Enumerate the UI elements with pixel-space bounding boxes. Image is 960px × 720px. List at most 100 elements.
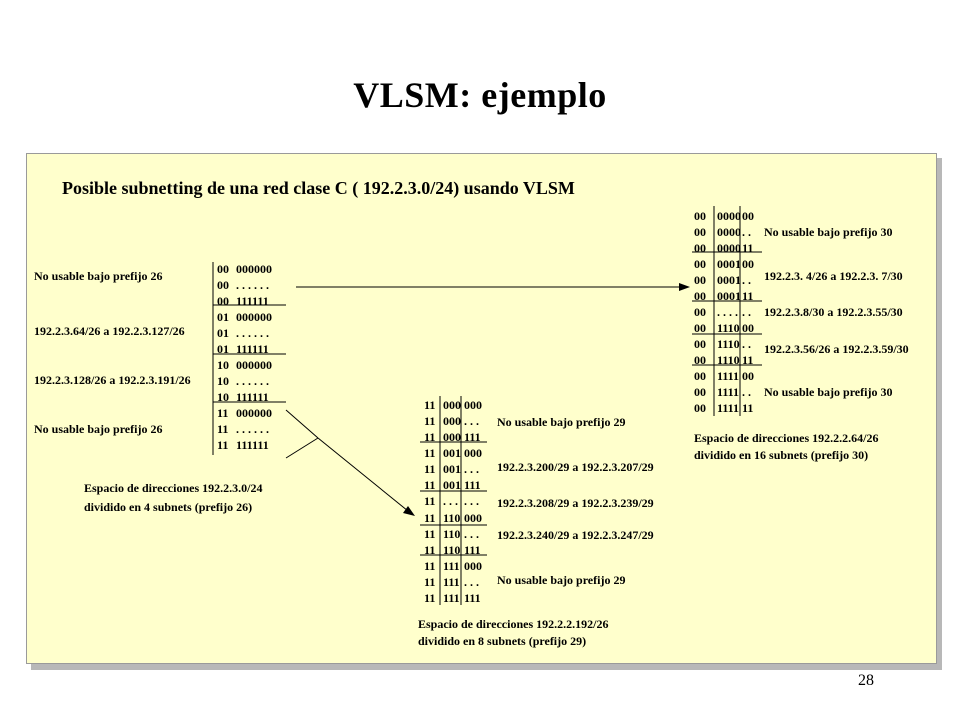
block30-a: 00 xyxy=(694,241,706,255)
block30-caption: Espacio de direcciones 192.2.2.64/26 xyxy=(694,431,879,445)
block30-c: 11 xyxy=(742,353,754,367)
block30-c: . . xyxy=(742,305,751,319)
block29-b: 111 xyxy=(443,591,460,605)
block26-label: 192.2.3.64/26 a 192.2.3.127/26 xyxy=(34,324,185,338)
block26-prefix: 10 xyxy=(217,390,229,404)
block26-host: . . . . . . xyxy=(236,326,269,340)
block30-c: . . xyxy=(742,273,751,287)
block30-a: 00 xyxy=(694,353,706,367)
block30-c: 11 xyxy=(742,401,754,415)
block29-b: 001 xyxy=(443,462,461,476)
block30-b: 1110 xyxy=(717,321,740,335)
block29-caption: Espacio de direcciones 192.2.2.192/26 xyxy=(418,617,609,631)
block26-host: 000000 xyxy=(236,358,272,372)
block29-a: 11 xyxy=(424,414,436,428)
block26-prefix: 10 xyxy=(217,358,229,372)
block30-c: 00 xyxy=(742,321,754,335)
block29-b: 000 xyxy=(443,430,461,444)
block29-c: 000 xyxy=(464,446,482,460)
block30-b: 1110 xyxy=(717,353,740,367)
block29-b: 111 xyxy=(443,575,460,589)
block30-c: . . xyxy=(742,385,751,399)
block26-prefix: 00 xyxy=(217,262,229,276)
block29-a: 11 xyxy=(424,398,436,412)
block29-c: 111 xyxy=(464,430,481,444)
block26-host: 000000 xyxy=(236,310,272,324)
block30-label: 192.2.3.8/30 a 192.2.3.55/30 xyxy=(764,305,903,319)
block29-a: 11 xyxy=(424,543,436,557)
block29-a: 11 xyxy=(424,527,436,541)
slide-title: VLSM: ejemplo xyxy=(353,75,607,115)
block26-label: No usable bajo prefijo 26 xyxy=(34,422,163,436)
block26-host: 000000 xyxy=(236,406,272,420)
block30-a: 00 xyxy=(694,257,706,271)
block29-a: 11 xyxy=(424,559,436,573)
block29-b: 000 xyxy=(443,414,461,428)
block29-c: 000 xyxy=(464,559,482,573)
block30-a: 00 xyxy=(694,369,706,383)
block29-c: 000 xyxy=(464,398,482,412)
block26-prefix: 01 xyxy=(217,326,229,340)
diagram-subtitle: Posible subnetting de una red clase C ( … xyxy=(62,178,575,198)
block29-label: No usable bajo prefijo 29 xyxy=(497,415,626,429)
block26-prefix: 01 xyxy=(217,342,229,356)
block29-a: 11 xyxy=(424,430,436,444)
block26-prefix: 11 xyxy=(217,438,229,452)
block29-b: 110 xyxy=(443,527,461,541)
block26-host: 111111 xyxy=(236,438,269,452)
block30-b: 1111 xyxy=(717,369,740,383)
block29-b: 000 xyxy=(443,398,461,412)
block29-c: . . . xyxy=(464,462,479,476)
block26-prefix: 10 xyxy=(217,374,229,388)
block29-a: 11 xyxy=(424,494,436,508)
block29-c: . . . xyxy=(464,414,479,428)
block30-b: 1111 xyxy=(717,401,740,415)
block30-a: 00 xyxy=(694,321,706,335)
block30-c: . . xyxy=(742,225,751,239)
block29-b: . . . xyxy=(443,494,458,508)
block30-c: 00 xyxy=(742,209,754,223)
block29-a: 11 xyxy=(424,511,436,525)
diagram-panel xyxy=(26,153,937,664)
block26-prefix: 11 xyxy=(217,406,229,420)
block30-a: 00 xyxy=(694,385,706,399)
block29-b: 110 xyxy=(443,511,461,525)
block30-b: 1110 xyxy=(717,337,740,351)
block29-b: 111 xyxy=(443,559,460,573)
block29-b: 110 xyxy=(443,543,461,557)
block30-c: 11 xyxy=(742,241,754,255)
block29-a: 11 xyxy=(424,462,436,476)
block29-c: 111 xyxy=(464,478,481,492)
block26-host: . . . . . . xyxy=(236,422,269,436)
block26-prefix: 11 xyxy=(217,422,229,436)
block30-b: . . . . xyxy=(717,305,738,319)
block29-label: 192.2.3.200/29 a 192.2.3.207/29 xyxy=(497,460,654,474)
block30-label: No usable bajo prefijo 30 xyxy=(764,385,893,399)
arrow-head-icon xyxy=(403,506,415,516)
block26-caption: dividido en 4 subnets (prefijo 26) xyxy=(84,500,253,514)
block30-b: 0001 xyxy=(717,257,741,271)
block29-a: 11 xyxy=(424,478,436,492)
block26-host: 111111 xyxy=(236,294,269,308)
block26-host: 111111 xyxy=(236,342,269,356)
block26-host: . . . . . . xyxy=(236,374,269,388)
block29-c: . . . xyxy=(464,575,479,589)
block30-c: 00 xyxy=(742,369,754,383)
bracket-bottom xyxy=(285,437,319,459)
block30-b: 1111 xyxy=(717,385,740,399)
arrow-to-block29 xyxy=(317,437,409,512)
block29-c: 000 xyxy=(464,511,482,525)
block29-b: 001 xyxy=(443,446,461,460)
block30-a: 00 xyxy=(694,401,706,415)
block26-prefix: 00 xyxy=(217,294,229,308)
block29-label: No usable bajo prefijo 29 xyxy=(497,573,626,587)
block26-label: No usable bajo prefijo 26 xyxy=(34,269,163,283)
block30-b: 0001 xyxy=(717,273,741,287)
block26-prefix: 00 xyxy=(217,278,229,292)
block30-a: 00 xyxy=(694,289,706,303)
block26-prefix: 01 xyxy=(217,310,229,324)
block30-a: 00 xyxy=(694,305,706,319)
block26-label: 192.2.3.128/26 a 192.2.3.191/26 xyxy=(34,373,191,387)
block26-host: . . . . . . xyxy=(236,278,269,292)
block30-a: 00 xyxy=(694,337,706,351)
